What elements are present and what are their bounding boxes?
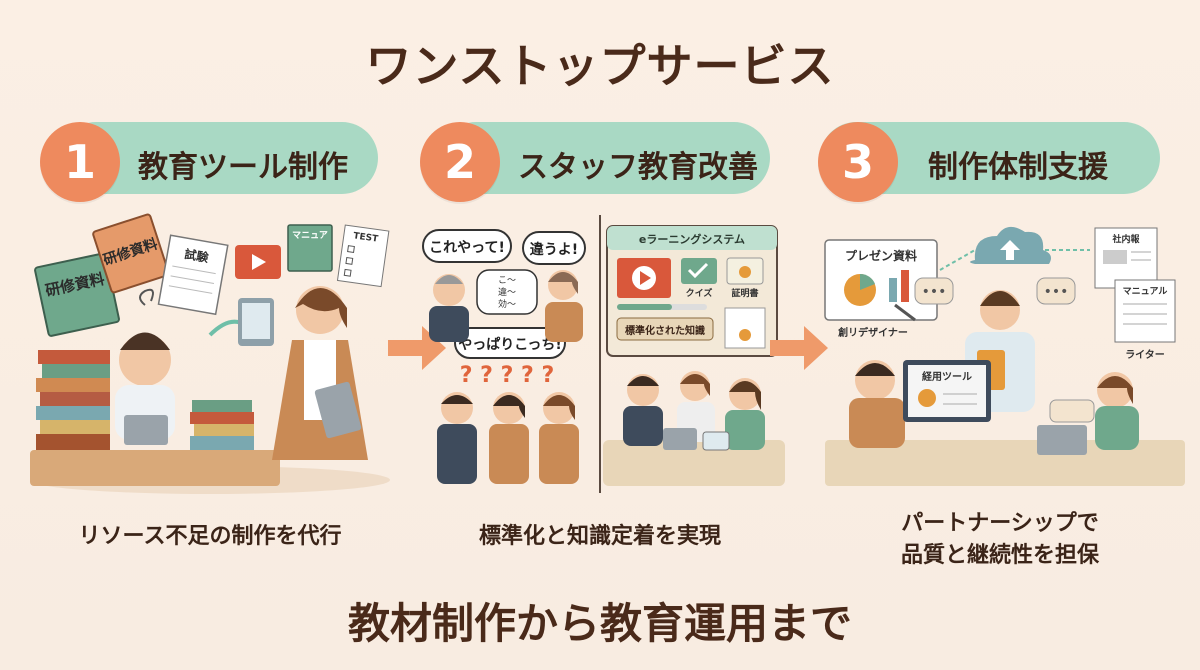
manual-text: マニュア — [292, 230, 328, 241]
page-title: ワンストップサービス — [365, 39, 835, 93]
bottom-tagline: 教材制作から教育運用まで — [347, 599, 852, 648]
test-text: TEST — [353, 231, 380, 244]
writer-label: ライター — [1125, 349, 1165, 361]
bubble-3-text: やっぱりこっち! — [458, 336, 561, 353]
step-3-label: 制作体制支援 — [928, 150, 1108, 185]
newsletter-label: 社内報 — [1111, 233, 1140, 245]
step-2-number: 2 — [420, 122, 500, 202]
step-1-label: 教育ツール制作 — [138, 150, 348, 185]
step-3-caption-line-1: パートナーシップで — [901, 511, 1099, 536]
exam-paper-text: 試験 — [183, 246, 210, 265]
presentation-label: プレゼン資料 — [845, 248, 917, 263]
question-marks: ? ? ? ? ? — [460, 363, 554, 388]
illustration-confused-staff: これやって! 違うよ! こ〜 違〜 効〜 やっぱりこっち! ? ? ? ? ? — [415, 210, 599, 495]
svg-text:•••: ••• — [922, 284, 947, 300]
standardized-label: 標準化された知識 — [625, 324, 705, 337]
quiz-label: クイズ — [686, 287, 713, 299]
step-2-label: スタッフ教育改善 — [518, 150, 758, 185]
bubble-2-text: 違うよ! — [530, 241, 578, 258]
step-1-caption: リソース不足の制作を代行 — [78, 524, 342, 549]
illustration-production-support: プレゼン資料 創リデザイナー 社内報 マニュアル ライター ••• ••• — [815, 210, 1190, 495]
bubble-small-1: こ〜 — [498, 276, 516, 286]
designer-label: 創リデザイナー — [837, 326, 908, 339]
step-3-number: 3 — [818, 122, 898, 202]
tool-label: 経用ツール — [922, 370, 972, 383]
svg-text:•••: ••• — [1044, 284, 1069, 300]
illustration-elearning: eラーニングシステム クイズ 証明書 標準化された知識 — [603, 210, 785, 495]
arrow-right-icon-2 — [770, 318, 830, 378]
bubble-1-text: これやって! — [429, 240, 505, 256]
elearning-title: eラーニングシステム — [639, 232, 745, 246]
step-1-number: 1 — [40, 122, 120, 202]
manual-label: マニュアル — [1123, 286, 1168, 297]
step-2-caption: 標準化と知識定着を実現 — [478, 524, 721, 549]
certificate-label: 証明書 — [731, 287, 758, 299]
step-3-caption-line-2: 品質と継続性を担保 — [900, 543, 1099, 568]
bubble-small-2: 違〜 — [498, 286, 516, 298]
illustration-overloaded-staff: 研修資料 研修資料 試験 マニュア TEST — [20, 210, 400, 495]
panel-divider — [599, 215, 601, 493]
bubble-small-3: 効〜 — [498, 298, 516, 310]
